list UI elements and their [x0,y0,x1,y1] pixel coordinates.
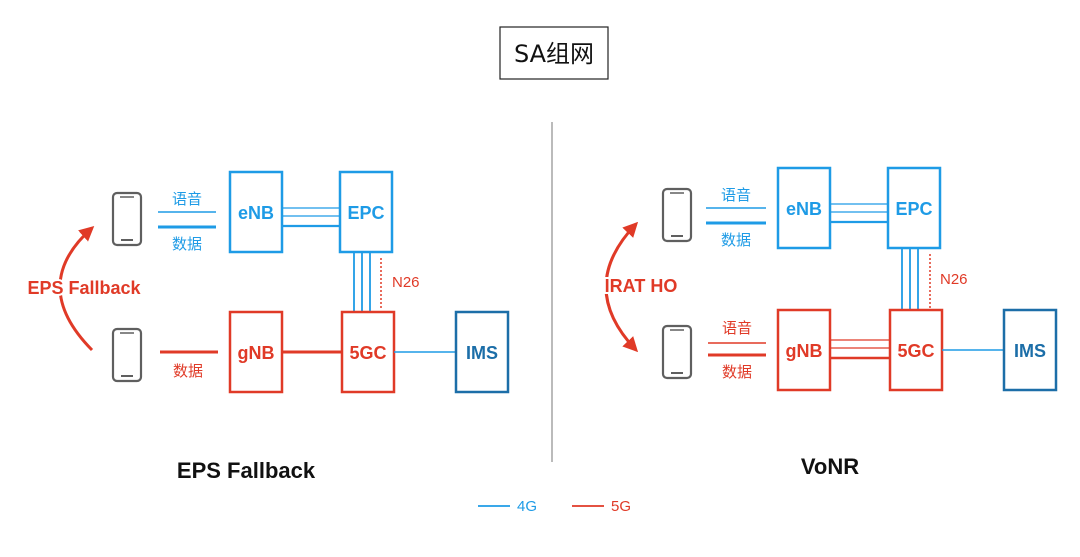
fallback-arrow [58,226,95,352]
enb-node [776,166,832,250]
legend-5g-label: 5G [611,498,631,515]
gnb-label: gNB [786,341,823,361]
enb-label: eNB [786,199,822,219]
phone-icon [661,187,693,243]
page-title: SA组网 [514,40,594,68]
enb-label: eNB [238,203,274,223]
voice-label: 语音 [722,319,752,337]
epc-label: EPC [895,199,932,219]
epc-node [886,166,942,250]
data-label: 数据 [722,363,752,381]
n26-label: N26 [940,271,968,288]
irat-ho-label: IRAT HO [605,276,678,296]
gnb-label: gNB [238,343,275,363]
n26-label: N26 [392,274,420,291]
legend: 4G 5G [478,498,631,515]
fallback-arrow-label: EPS Fallback [27,278,141,298]
phone-icon [111,327,143,383]
5gc-label: 5GC [349,343,386,363]
data-label: 数据 [173,362,203,380]
5gc-label: 5GC [897,341,934,361]
right-panel: 语音 数据 语音 数据 eNB EPC N26 gNB 5GC [603,166,1058,479]
irat-ho-arrow [604,221,639,353]
ims-node [454,310,510,394]
data-label: 数据 [721,231,751,249]
phone-icon [661,324,693,380]
ims-label: IMS [1014,341,1046,361]
enb-node [228,170,284,254]
left-caption: EPS Fallback [177,458,316,483]
legend-4g-label: 4G [517,498,537,515]
data-label: 数据 [172,235,202,253]
epc-node [338,170,394,254]
title-box: SA组网 [499,26,609,80]
right-caption: VoNR [801,454,859,479]
gnb-node [776,308,832,392]
ims-node [1002,308,1058,392]
voice-label: 语音 [172,190,202,208]
epc-label: EPC [347,203,384,223]
phone-icon [111,191,143,247]
left-panel: 语音 数据 数据 eNB EPC N26 gNB 5GC [25,170,510,483]
ims-label: IMS [466,343,498,363]
voice-label: 语音 [721,186,751,204]
gnb-node [228,310,284,394]
